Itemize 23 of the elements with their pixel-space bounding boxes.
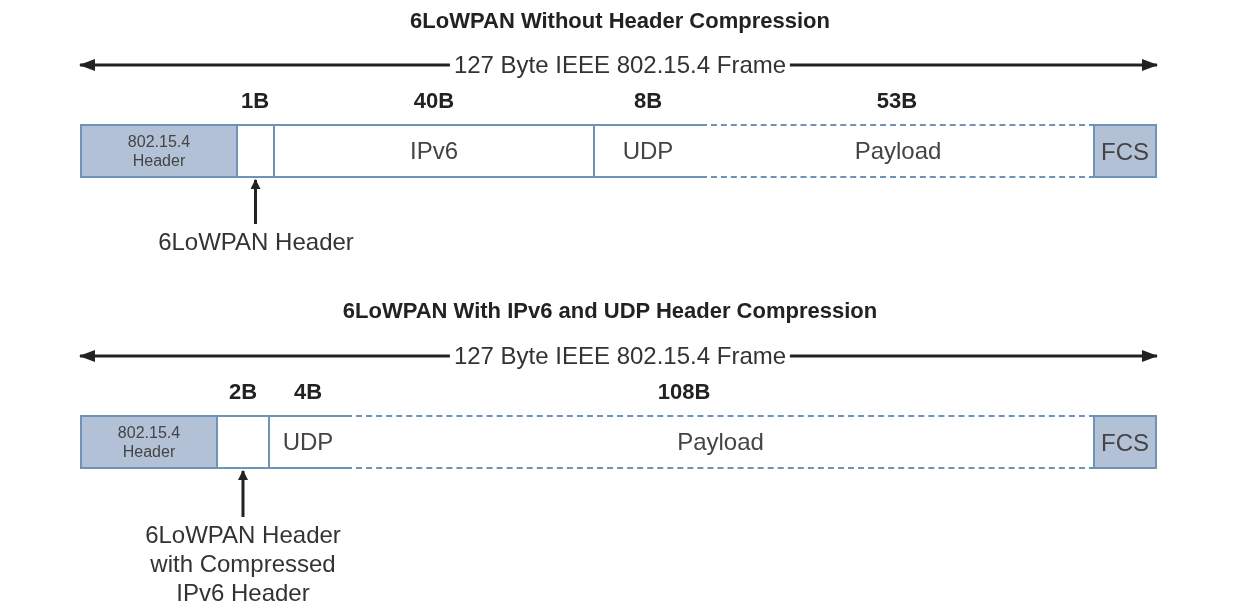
- frame-field: IPv6: [273, 124, 595, 178]
- field-size-label: 1B: [240, 88, 270, 114]
- empty-frame-field: [236, 124, 275, 178]
- frame-field: FCS: [1093, 415, 1157, 469]
- frame-field: 802.15.4 Header: [80, 415, 218, 469]
- frame-field: UDP: [593, 124, 703, 178]
- field-size-label: 4B: [293, 379, 323, 405]
- frame-field: Payload: [346, 415, 1095, 469]
- callout-text: 6LoWPAN Header with Compressed IPv6 Header: [138, 519, 348, 607]
- field-size-label: 2B: [228, 379, 258, 405]
- field-size-label: 53B: [876, 88, 918, 114]
- field-size-label: 40B: [413, 88, 455, 114]
- leader-arrow: [238, 470, 248, 517]
- field-size-label: 108B: [657, 379, 711, 405]
- callout-text: 6LoWPAN Header: [136, 226, 376, 256]
- frame-field: Payload: [701, 124, 1095, 178]
- frame-field: FCS: [1093, 124, 1157, 178]
- frame-field: 802.15.4 Header: [80, 124, 238, 178]
- leader-arrow: [250, 179, 261, 224]
- frame-field: UDP: [268, 415, 348, 469]
- section-heading: 6LoWPAN Without Header Compression: [410, 8, 830, 34]
- field-size-label: 8B: [633, 88, 663, 114]
- section-heading: 6LoWPAN With IPv6 and UDP Header Compression: [342, 298, 878, 324]
